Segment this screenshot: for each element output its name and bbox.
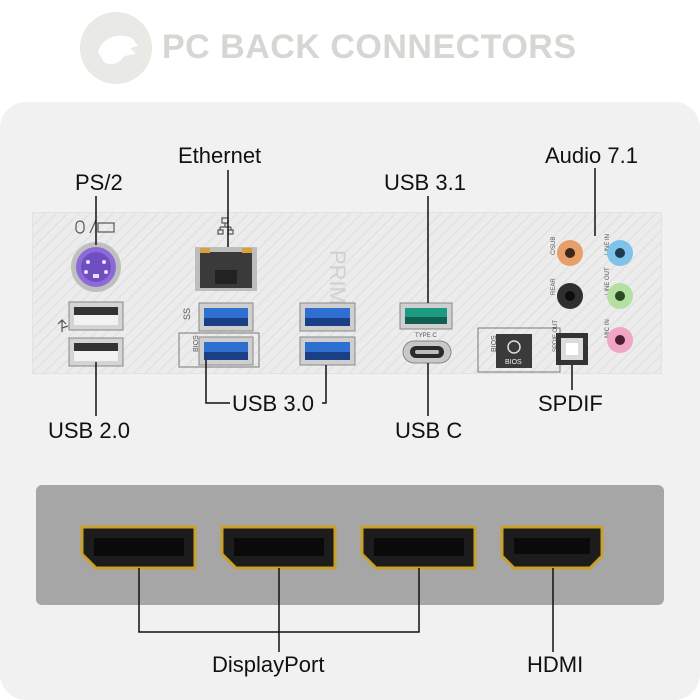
- audio-label-linein: LINE IN: [605, 234, 611, 255]
- audio-label-micin: MIC IN: [605, 319, 611, 338]
- usb3-port-lower-left[interactable]: [198, 336, 254, 366]
- svg-text:SS: SS: [182, 308, 192, 320]
- audio-jack-orange[interactable]: [557, 240, 583, 266]
- audio-label-csub: C/SUB: [551, 237, 557, 255]
- usb31-port[interactable]: [399, 302, 453, 330]
- displayport-port-3[interactable]: [360, 525, 477, 570]
- audio-label-rear: REAR: [551, 278, 557, 295]
- label-displayport: DisplayPort: [212, 652, 325, 677]
- ss-usb-icon: SS: [182, 308, 192, 320]
- leader-lines: [95, 168, 596, 652]
- audio-label-lineout: LINE OUT: [605, 267, 611, 295]
- label-usb31: USB 3.1: [384, 170, 466, 195]
- page-title: PC BACK CONNECTORS: [162, 28, 577, 66]
- ethernet-port[interactable]: [195, 247, 257, 291]
- displayport-port-2[interactable]: [220, 525, 337, 570]
- audio-jack-black[interactable]: [557, 283, 583, 309]
- usb2-port-top[interactable]: [68, 301, 124, 331]
- dinosaur-logo-icon: [80, 12, 152, 84]
- label-usb30: USB 3.0: [232, 391, 314, 416]
- label-ethernet: Ethernet: [178, 143, 262, 168]
- label-spdif: SPDIF: [538, 391, 603, 416]
- spdif-optical-port[interactable]: [556, 333, 588, 365]
- bios-flashback-button[interactable]: BIOS: [496, 334, 532, 368]
- hdmi-port[interactable]: [500, 525, 604, 570]
- usb-icon: [57, 319, 69, 332]
- gpu-bracket: [36, 485, 664, 605]
- ps2-port[interactable]: [71, 242, 121, 292]
- bios-usb-outline: [178, 332, 260, 368]
- network-icon: [217, 217, 234, 235]
- bios-text-vertical: BIOS: [491, 335, 498, 352]
- label-audio: Audio 7.1: [545, 143, 638, 168]
- audio-jack-green[interactable]: [607, 283, 633, 309]
- type-c-text: TYPE C: [415, 333, 437, 339]
- audio-jack-blue[interactable]: [607, 240, 633, 266]
- label-usb20: USB 2.0: [48, 418, 130, 443]
- bios-button-text: BIOS: [505, 359, 522, 366]
- label-ps2: PS/2: [75, 170, 123, 195]
- usb3-port-lower-middle[interactable]: [299, 336, 356, 366]
- usb3-port-upper-middle[interactable]: [299, 302, 356, 332]
- usb3-port-upper-left[interactable]: [198, 302, 254, 332]
- displayport-port-1[interactable]: [80, 525, 197, 570]
- audio-jack-pink[interactable]: [607, 327, 633, 353]
- label-hdmi: HDMI: [527, 652, 584, 677]
- usb-c-port[interactable]: [402, 340, 452, 364]
- mouse-keyboard-icon: [75, 219, 115, 234]
- bios-text-left: BIOS: [193, 335, 200, 352]
- usb2-port-bottom[interactable]: [68, 337, 124, 367]
- label-usbc: USB C: [395, 418, 463, 443]
- header: PC BACK CONNECTORS: [0, 0, 700, 100]
